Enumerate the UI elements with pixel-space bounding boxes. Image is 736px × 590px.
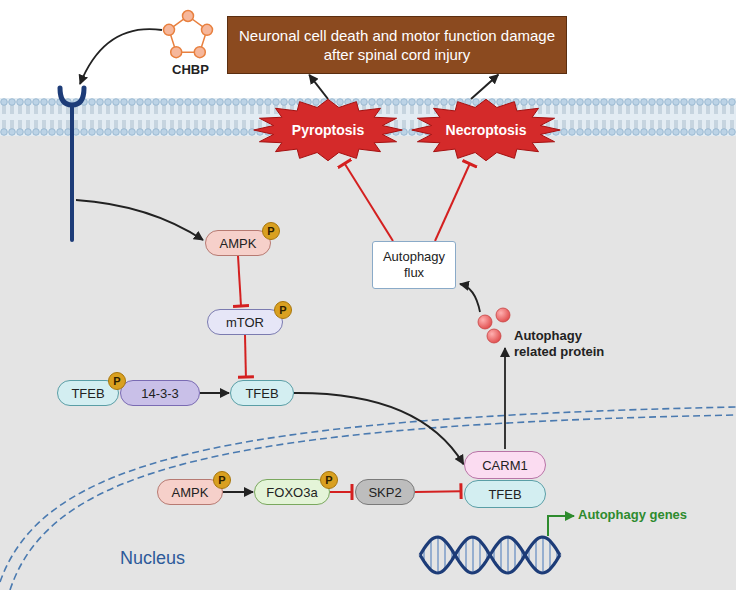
dna-rung [500,540,502,570]
dna-rung [542,537,544,573]
node-text: Autophagy flux [379,249,449,280]
nuclear-envelope [0,407,736,590]
dna-rung [549,541,551,569]
inhibition-connector [238,256,241,306]
flux-arrow [460,284,480,312]
starburst-node: Pyroptosis [253,99,403,161]
phospho-mark: P [108,372,126,390]
protein-pill: mTOR [207,309,283,335]
node-text: Pyroptosis [292,122,364,138]
protein-pill: TFEB [230,380,294,406]
dna-rung [437,537,439,573]
starburst-outline [254,99,403,160]
activation-connector [200,392,229,394]
phospho-mark: P [262,222,280,240]
expression-arrow [504,348,506,449]
node-text: AMPK [172,485,209,500]
dna-strand [420,537,560,573]
gene-label: Autophagy genes [578,507,687,522]
receptor [60,88,84,240]
node-text: 14-3-3 [141,386,179,401]
dna-helix [420,537,560,573]
inhibition-connector [244,335,247,377]
node-text: AMPK [220,236,257,251]
chbp-molecule [164,11,213,58]
inhibition-connector [435,164,470,241]
activation-connector [471,75,498,99]
starburst-outline [412,99,561,160]
dna-rung [444,541,446,569]
dna-rung [472,537,474,573]
dna-rung [430,540,432,570]
protein-pill: CARM1 [464,451,546,479]
dna-rung [535,540,537,570]
dna-rung [514,541,516,569]
node-text: SKP2 [368,485,401,500]
molecule-name: CHBP [172,62,209,77]
node-text: TFEB [71,386,104,401]
protein-pill: TFEB [464,480,546,508]
phospho-mark: P [320,471,338,489]
inhibition-connector [345,164,393,241]
activation-connector [309,75,328,99]
compartment-label: Nucleus [120,548,185,569]
autophagy-proteins [478,308,510,343]
phospho-mark: P [213,471,231,489]
dna-strand [420,537,560,573]
node-text: CARM1 [482,458,528,473]
extracellular-ground [0,0,736,98]
process-box: Autophagy flux [372,241,456,289]
node-text: TFEB [488,487,521,502]
signal-arrow [76,200,203,240]
node-text: Necroptosis [446,122,527,138]
transcription-arrow [548,516,574,536]
activation-connector [294,393,463,464]
cytoplasm-ground [0,136,736,590]
starburst-node: Necroptosis [411,99,561,161]
node-text: TFEB [245,386,278,401]
node-text: Neuronal cell death and motor function d… [238,26,556,65]
protein-pill: 14-3-3 [120,380,200,406]
inhibition-connector [415,490,461,493]
phospho-mark: P [274,301,292,319]
protein-pill: AMPK [205,230,271,256]
protein-pill: SKP2 [355,479,415,505]
node-text: FOXO3a [266,485,317,500]
activation-connector [223,491,253,493]
binding-arrow [80,29,162,84]
outcome-box: Neuronal cell death and motor function d… [227,16,567,74]
node-text: mTOR [226,315,264,330]
protein-label: Autophagy related protein [514,328,626,359]
dna-rung [479,541,481,569]
inhibition-connector [330,491,352,493]
dna-rung [507,537,509,573]
protein-pill: FOXO3a [254,479,330,505]
dna-rung [465,540,467,570]
